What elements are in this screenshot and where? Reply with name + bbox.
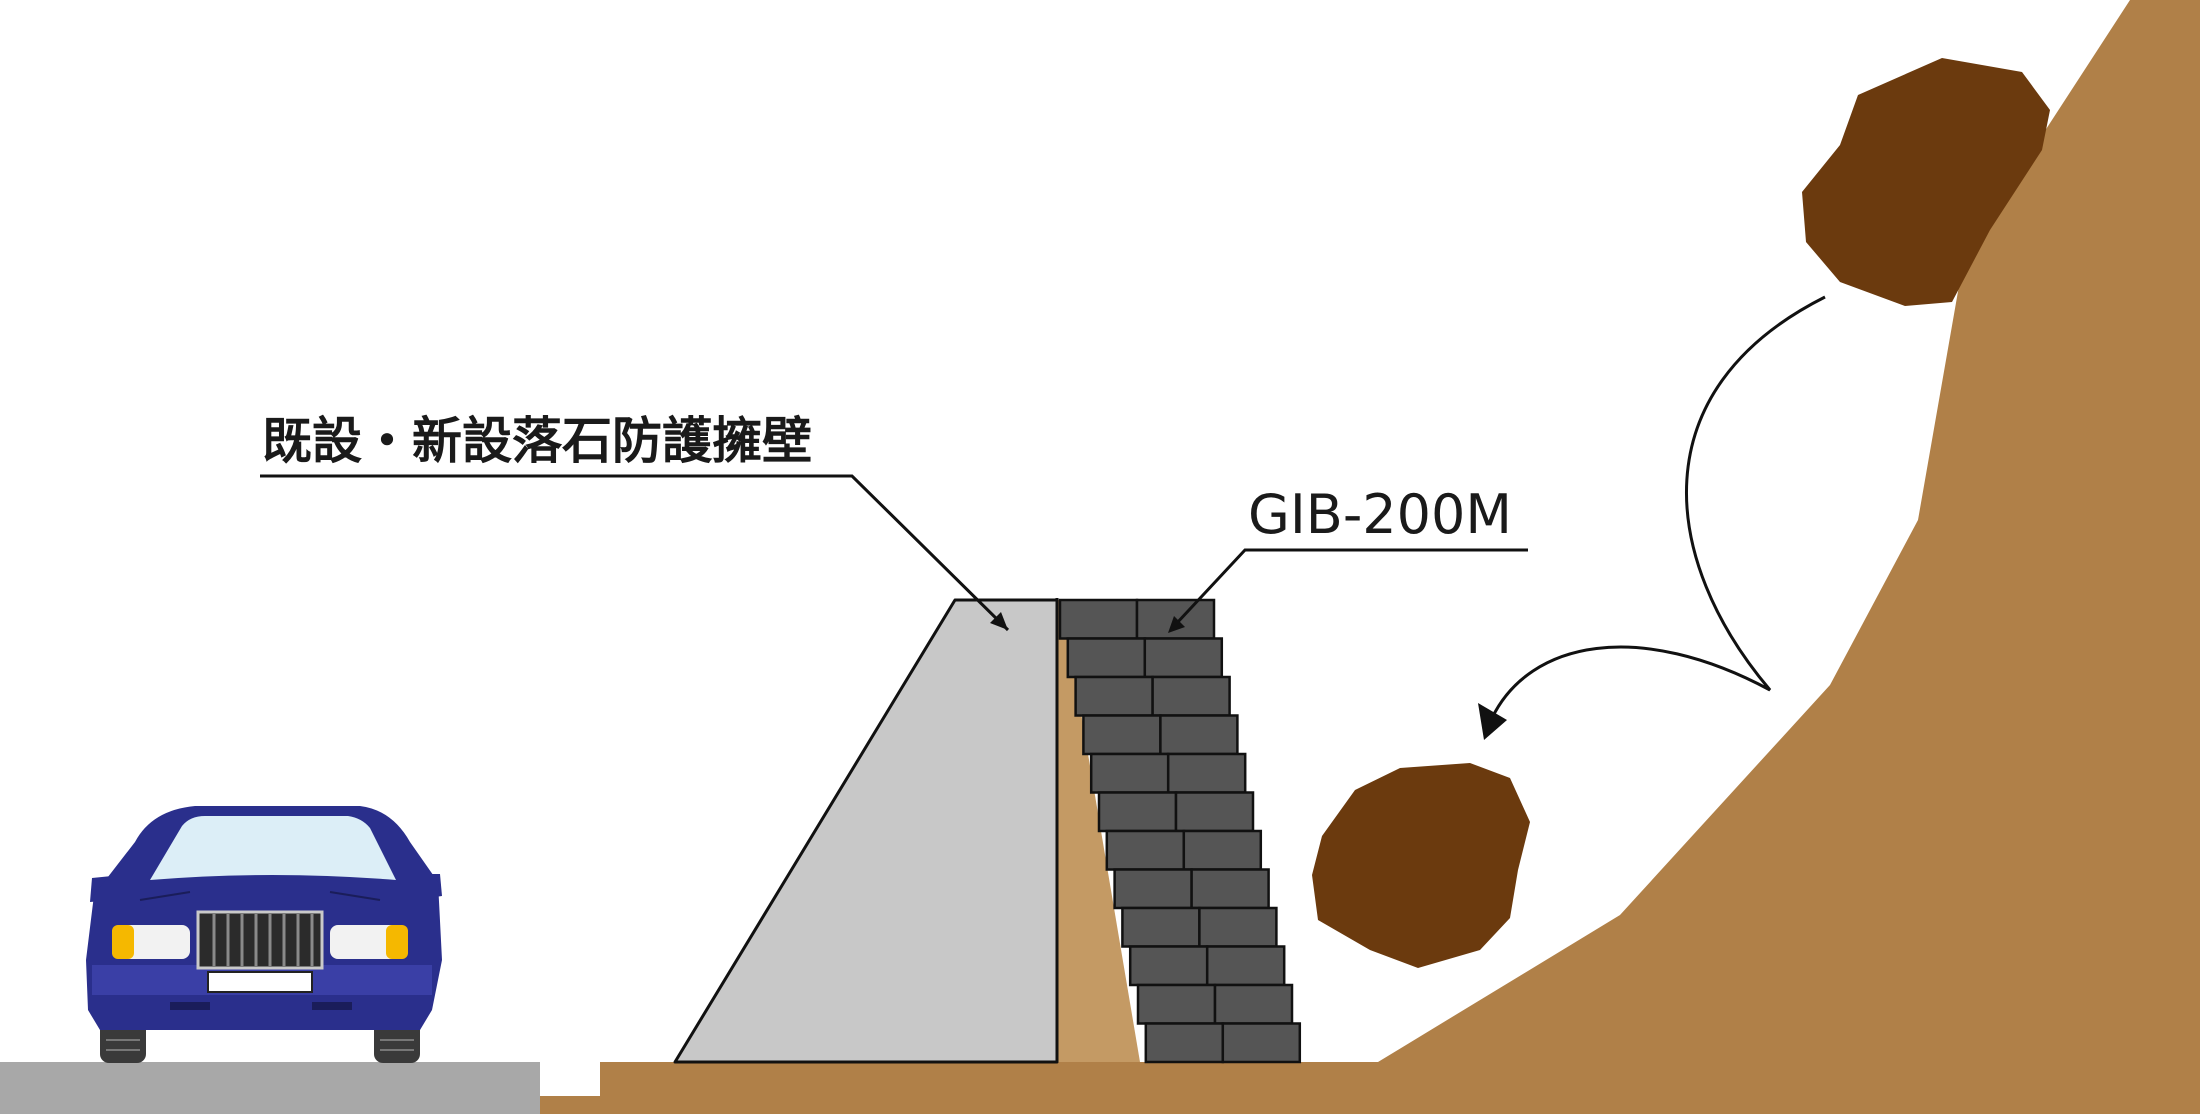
block [1128, 945, 1209, 987]
block [1151, 675, 1231, 717]
block [1198, 906, 1278, 948]
block [1097, 791, 1178, 833]
block [1143, 637, 1224, 679]
block [1174, 791, 1255, 833]
block [1205, 945, 1286, 987]
wall-leader-line [260, 474, 1010, 632]
block [1089, 752, 1170, 794]
block [1221, 1022, 1302, 1064]
block [1136, 983, 1217, 1025]
rock-icon [1802, 58, 2050, 306]
block [1074, 675, 1154, 717]
block [1121, 906, 1201, 948]
hillside [540, 0, 2200, 1114]
block [1190, 868, 1270, 910]
block [1082, 714, 1162, 756]
concrete-wall [673, 598, 1059, 1064]
block [1159, 714, 1239, 756]
product-label: GIB-200M [1248, 483, 1512, 546]
arrow-icon [1168, 616, 1185, 633]
rock-icon [1312, 763, 1530, 968]
block [1166, 752, 1247, 794]
arrow-icon [990, 612, 1008, 630]
block [1105, 829, 1186, 871]
wall-label: 既設・新設落石防護擁壁 [262, 412, 812, 470]
fall-trajectory [1490, 295, 1826, 719]
block-stack [1058, 598, 1302, 1064]
block [1058, 598, 1139, 640]
block [1066, 637, 1147, 679]
block [1213, 983, 1294, 1025]
car-icon [86, 806, 442, 1063]
block [1113, 868, 1193, 910]
block [1144, 1022, 1225, 1064]
arrow-icon [1478, 703, 1507, 740]
road [0, 1062, 540, 1114]
product-leader-line [1174, 548, 1528, 626]
block [1182, 829, 1263, 871]
